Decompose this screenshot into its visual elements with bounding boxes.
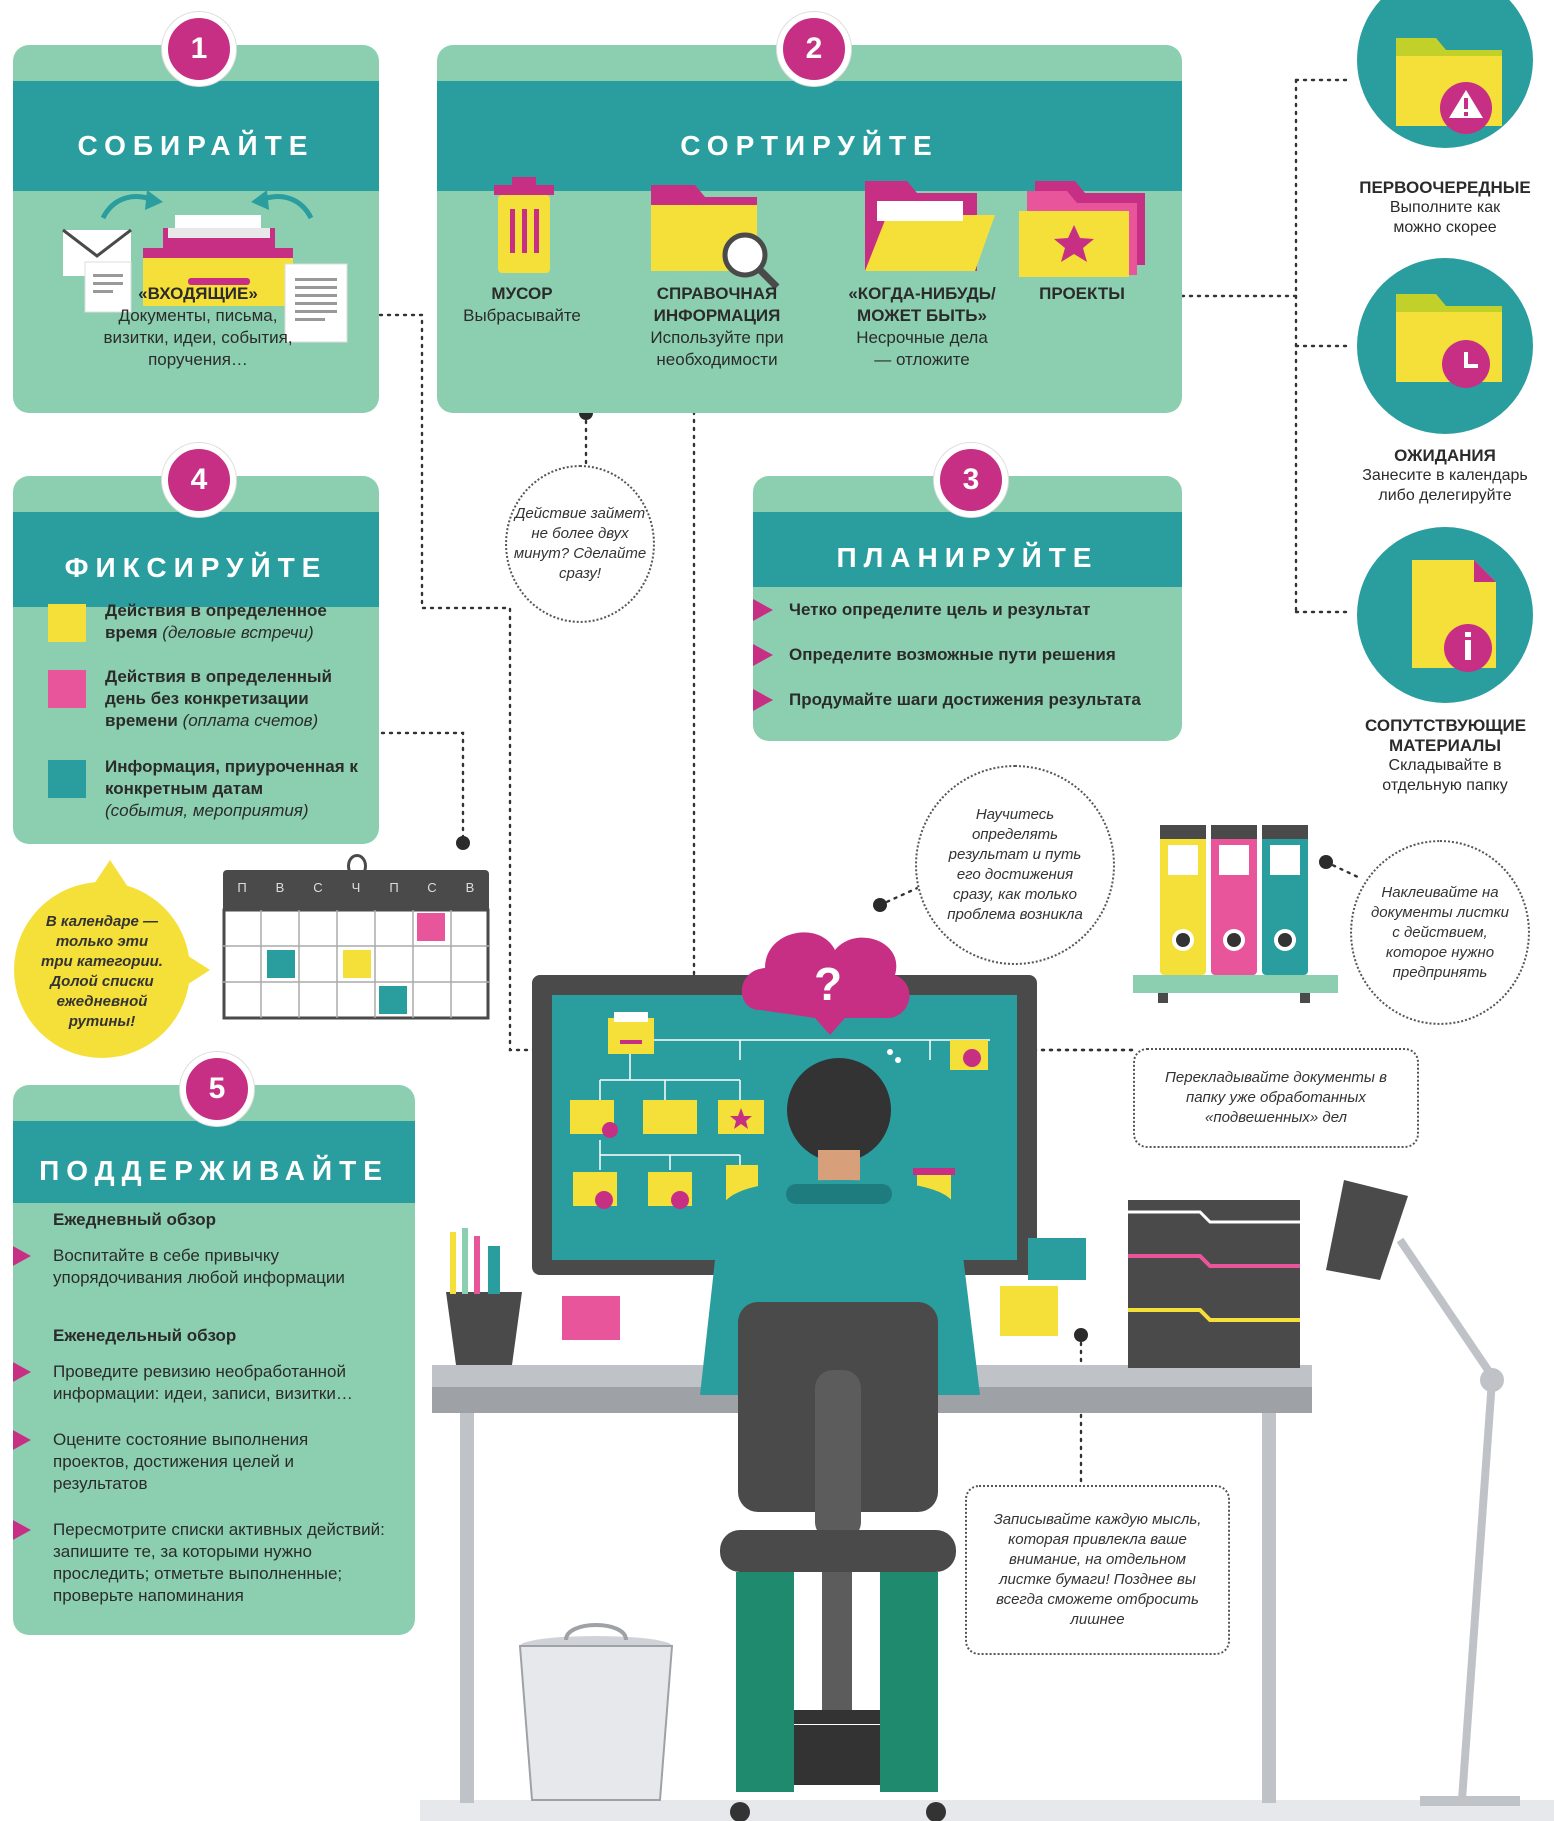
step-badge-1: 1 — [162, 12, 236, 86]
waiting-label: ОЖИДАНИЯ Занесите в календарь либо делег… — [1345, 446, 1545, 506]
collect-panel: СОБИРАЙТЕ «ВХОДЯЩИЕ» Документы, письма, … — [13, 45, 379, 413]
calendar: П В С Ч П С В — [222, 854, 490, 1020]
fix-item-2-bold: Информация, приуроченная к конкретным да… — [105, 757, 358, 798]
fix-item-2-italic: (события, мероприятия) — [105, 801, 309, 820]
day-thu: Ч — [351, 880, 361, 895]
reference-folder-search-icon — [651, 185, 780, 290]
someday-text: Несрочные дела — отложите — [856, 328, 988, 369]
sort-item-0: МУСОР Выбрасывайте — [457, 283, 587, 327]
someday-folder-icon — [865, 181, 995, 271]
inbox-tray-icon — [62, 190, 348, 343]
step-badge-4: 4 — [162, 443, 236, 517]
calendar-days: П В С Ч П С В — [223, 880, 489, 900]
fix-sticker-yellow — [48, 604, 86, 642]
daily-bullet-0 — [13, 1245, 31, 1267]
step-badge-3: 3 — [934, 443, 1008, 517]
fix-item-1: Действия в определенный день без конкрет… — [105, 666, 370, 732]
weekly-bullet-0 — [13, 1361, 31, 1383]
day-sat: С — [427, 880, 437, 895]
two-minutes-note: Действие займет не более двух минут? Сде… — [505, 465, 655, 623]
svg-text:?: ? — [814, 958, 842, 1010]
day-fri: П — [389, 880, 399, 895]
daily-title: Ежедневный обзор — [53, 1210, 217, 1229]
waiting-text: Занесите в календарь либо делегируйте — [1362, 467, 1528, 504]
daily-item-0: Воспитайте в себе привычку упорядочивани… — [53, 1246, 345, 1287]
plan-item-0: Четко определите цель и результат — [789, 600, 1091, 619]
waiting-title: ОЖИДАНИЯ — [1394, 446, 1496, 465]
fix-title: ФИКСИРУЙТЕ — [13, 512, 379, 607]
plan-title: ПЛАНИРУЙТЕ — [753, 512, 1182, 587]
projects-folder-icon — [1019, 181, 1145, 277]
trash-title: МУСОР — [491, 284, 553, 303]
day-tue: В — [275, 880, 285, 895]
urgent-folder-icon — [1396, 38, 1502, 134]
sort-title: СОРТИРУЙТЕ — [437, 81, 1182, 191]
day-wed: С — [313, 880, 323, 895]
plan-panel: ПЛАНИРУЙТЕ Четко определите цель и резул… — [753, 476, 1182, 741]
calendar-note-text: В календаре — только эти три категории. … — [41, 913, 163, 1030]
fix-item-0-italic: (деловые встречи) — [162, 623, 314, 642]
support-title: ПОДДЕРЖИВАЙТЕ — [13, 1121, 415, 1203]
plan-bullet-2 — [753, 689, 773, 711]
labels-note: Наклеивайте на документы листки с действ… — [1350, 840, 1530, 1025]
fix-item-1-italic: (оплата счетов) — [182, 711, 319, 730]
urgent-label: ПЕРВООЧЕРЕДНЫЕ Выполните как можно скоре… — [1345, 178, 1545, 238]
weekly-bullet-1 — [13, 1429, 31, 1451]
fix-item-2: Информация, приуроченная к конкретным да… — [105, 756, 370, 822]
plan-bullet-0 — [753, 599, 773, 621]
trash-text: Выбрасывайте — [463, 306, 581, 325]
calendar-hanger — [347, 854, 367, 878]
calendar-note-shape — [14, 860, 210, 1058]
trash-icon — [494, 177, 554, 273]
collect-title: СОБИРАЙТЕ — [13, 81, 379, 191]
waiting-folder-icon — [1396, 294, 1502, 388]
materials-text: Складывайте в отдельную папку — [1382, 757, 1508, 794]
urgent-title: ПЕРВООЧЕРЕДНЫЕ — [1359, 178, 1531, 197]
fix-sticker-pink — [48, 670, 86, 708]
projects-title: ПРОЕКТЫ — [1039, 284, 1125, 303]
step-badge-5: 5 — [180, 1052, 254, 1126]
fix-item-0: Действия в определенное время (деловые в… — [105, 600, 370, 644]
move-docs-note: Перекладывайте документы в папку уже обр… — [1133, 1048, 1419, 1148]
sort-panel: СОРТИРУЙТЕ МУСОР Выбрасывайте СПРАВОЧНАЯ… — [437, 45, 1182, 413]
support-panel: ПОДДЕРЖИВАЙТЕ Ежедневный обзор Воспитайт… — [13, 1085, 415, 1635]
plan-item-1: Определите возможные пути решения — [789, 645, 1116, 664]
sort-item-2: «КОГДА-НИБУДЬ/ МОЖЕТ БЫТЬ» Несрочные дел… — [822, 283, 1022, 371]
inbox-text: Документы, письма, визитки, идеи, событи… — [103, 306, 293, 369]
materials-label: СОПУТСТВУЮЩИЕ МАТЕРИАЛЫ Складывайте в от… — [1345, 716, 1545, 796]
write-note: Записывайте каждую мысль, которая привле… — [965, 1485, 1230, 1655]
reference-text: Используйте при необходимости — [650, 328, 784, 369]
weekly-item-2: Пересмотрите списки активных действий: з… — [53, 1520, 385, 1605]
plan-item-2: Продумайте шаги достижения результата — [789, 690, 1141, 709]
weekly-title: Еженедельный обзор — [53, 1326, 237, 1345]
urgent-text: Выполните как можно скорее — [1389, 199, 1501, 236]
learn-note: Научитесь определять результат и путь ег… — [915, 765, 1115, 965]
fix-panel: ФИКСИРУЙТЕ Действия в определенное время… — [13, 476, 379, 844]
weekly-item-1: Оцените состояние выполнения проектов, д… — [53, 1430, 309, 1493]
day-mon: П — [237, 880, 247, 895]
materials-title: СОПУТСТВУЮЩИЕ МАТЕРИАЛЫ — [1365, 716, 1527, 755]
fix-sticker-teal — [48, 760, 86, 798]
fix-item-0-bold: Действия в определенное время — [105, 601, 327, 642]
materials-file-icon — [1412, 560, 1496, 672]
weekly-item-0: Проведите ревизию необработанной информа… — [53, 1362, 353, 1403]
someday-title: «КОГДА-НИБУДЬ/ МОЖЕТ БЫТЬ» — [848, 284, 996, 325]
fix-item-1-bold: Действия в определенный день без конкрет… — [105, 667, 332, 730]
calendar-grid — [222, 908, 490, 1020]
reference-title: СПРАВОЧНАЯ ИНФОРМАЦИЯ — [653, 284, 781, 325]
inbox-title: «ВХОДЯЩИЕ» — [138, 284, 258, 303]
day-sun: В — [465, 880, 475, 895]
sort-item-3: ПРОЕКТЫ — [1027, 283, 1137, 305]
step-badge-2: 2 — [777, 12, 851, 86]
plan-bullet-1 — [753, 644, 773, 666]
weekly-bullet-2 — [13, 1519, 31, 1541]
sort-item-1: СПРАВОЧНАЯ ИНФОРМАЦИЯ Используйте при не… — [617, 283, 817, 371]
